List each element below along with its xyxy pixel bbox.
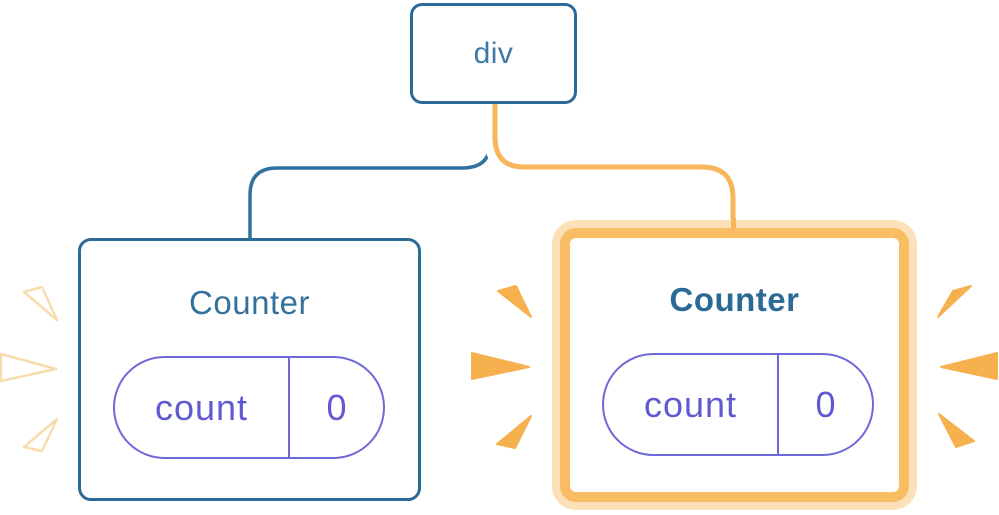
pill-divider — [288, 358, 290, 457]
edge-right-line — [492, 99, 736, 223]
state-key-label: count — [154, 386, 249, 428]
counter-title: Counter — [669, 281, 800, 318]
edge-left-line — [248, 101, 492, 242]
spark-triangle — [497, 285, 532, 318]
spark-triangle — [496, 415, 532, 449]
edge-right-entry-stub — [731, 218, 736, 230]
spark-triangle — [938, 413, 975, 448]
spark-triangle — [22, 285, 59, 322]
state-pill: count 0 — [113, 356, 385, 459]
counter-card-right-highlighted: Counter count 0 — [560, 228, 909, 502]
state-key-label: count — [643, 383, 738, 425]
spark-triangle — [22, 417, 59, 453]
state-pill: count 0 — [602, 353, 874, 456]
state-value: 0 — [815, 383, 836, 425]
spark-triangle — [471, 352, 530, 380]
spark-triangle — [937, 285, 972, 318]
pill-divider — [777, 355, 779, 454]
state-value: 0 — [326, 386, 347, 428]
spark-triangle — [940, 352, 998, 380]
spark-burst-left-outline-icon — [0, 285, 59, 453]
edge-right-casing — [484, 99, 744, 223]
spark-triangle — [0, 352, 58, 383]
spark-burst-middle-icon — [471, 285, 532, 449]
root-node-div: div — [410, 3, 577, 104]
spark-burst-right-icon — [937, 285, 998, 448]
root-node-label: div — [473, 36, 514, 70]
counter-card-left: Counter count 0 — [78, 238, 421, 501]
counter-title: Counter — [189, 284, 310, 321]
